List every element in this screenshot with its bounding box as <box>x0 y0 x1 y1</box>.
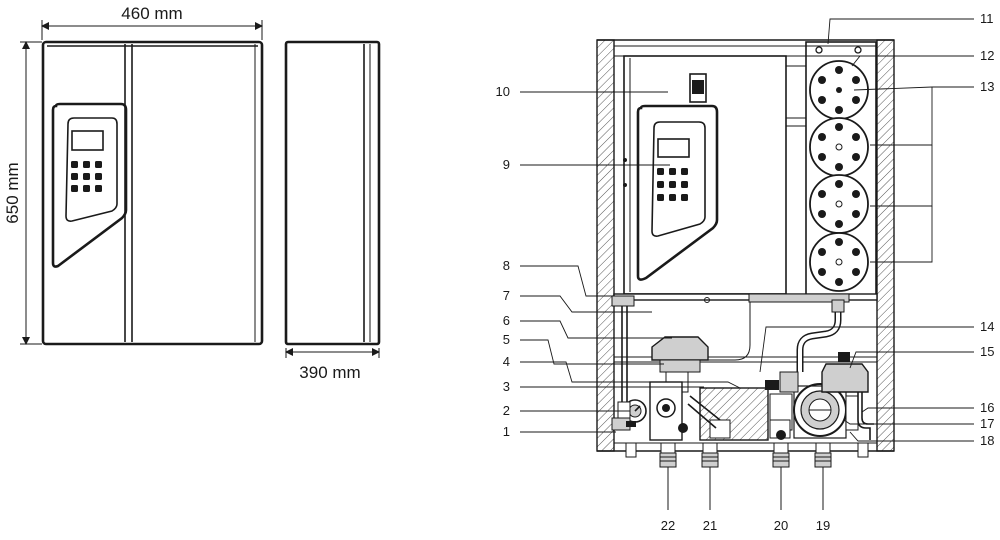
callout-16: 16 <box>980 400 994 415</box>
callout-9: 9 <box>503 157 510 172</box>
fitting-21 <box>701 442 719 510</box>
callout-18: 18 <box>980 433 994 448</box>
heating-element <box>809 232 869 292</box>
depth-label: 390 mm <box>299 363 360 382</box>
callout-10: 10 <box>496 84 510 99</box>
callout-14: 14 <box>980 319 994 334</box>
callout-17: 17 <box>980 416 994 431</box>
main-switch <box>689 73 707 103</box>
flexible-pipe <box>798 302 840 372</box>
right-wall <box>876 39 895 452</box>
height-label: 650 mm <box>3 162 22 223</box>
heating-element <box>809 174 869 234</box>
side-view: 390 mm <box>284 40 381 382</box>
callout-5: 5 <box>503 332 510 347</box>
callout-20: 20 <box>774 518 788 533</box>
keypad <box>657 168 688 201</box>
callout-2: 2 <box>503 403 510 418</box>
cabinet-side <box>284 40 381 346</box>
callout-labels: 1 2 3 4 5 6 7 8 9 10 11 12 13 14 15 16 1… <box>496 11 995 533</box>
callout-22: 22 <box>661 518 675 533</box>
internal-view <box>596 39 895 510</box>
fitting-22 <box>659 442 677 510</box>
callout-12: 12 <box>980 48 994 63</box>
filling-valve <box>776 430 786 440</box>
callout-11: 11 <box>980 11 994 26</box>
callout-4: 4 <box>503 354 510 369</box>
leader-lines <box>520 18 974 442</box>
safety-valve <box>821 363 869 393</box>
cabinet-front <box>41 40 264 346</box>
callout-7: 7 <box>503 288 510 303</box>
front-display <box>71 130 104 151</box>
front-keypad <box>71 161 102 192</box>
callout-3: 3 <box>503 379 510 394</box>
callout-19: 19 <box>816 518 830 533</box>
fitting-20 <box>772 442 790 510</box>
fitting-19 <box>814 442 832 510</box>
left-wall <box>596 39 615 452</box>
three-way-valve <box>651 336 709 361</box>
callout-1: 1 <box>503 424 510 439</box>
callout-6: 6 <box>503 313 510 328</box>
callout-15: 15 <box>980 344 994 359</box>
control-panel <box>636 104 719 281</box>
display-screen <box>657 138 690 158</box>
control-panel-shield <box>51 102 128 268</box>
callout-13: 13 <box>980 79 994 94</box>
control-panel-face <box>65 117 118 222</box>
heating-element <box>809 117 869 177</box>
heating-element <box>809 60 869 120</box>
front-view: 460 mm 650 mm <box>3 4 264 346</box>
callout-21: 21 <box>703 518 717 533</box>
callout-8: 8 <box>503 258 510 273</box>
width-label: 460 mm <box>121 4 182 23</box>
